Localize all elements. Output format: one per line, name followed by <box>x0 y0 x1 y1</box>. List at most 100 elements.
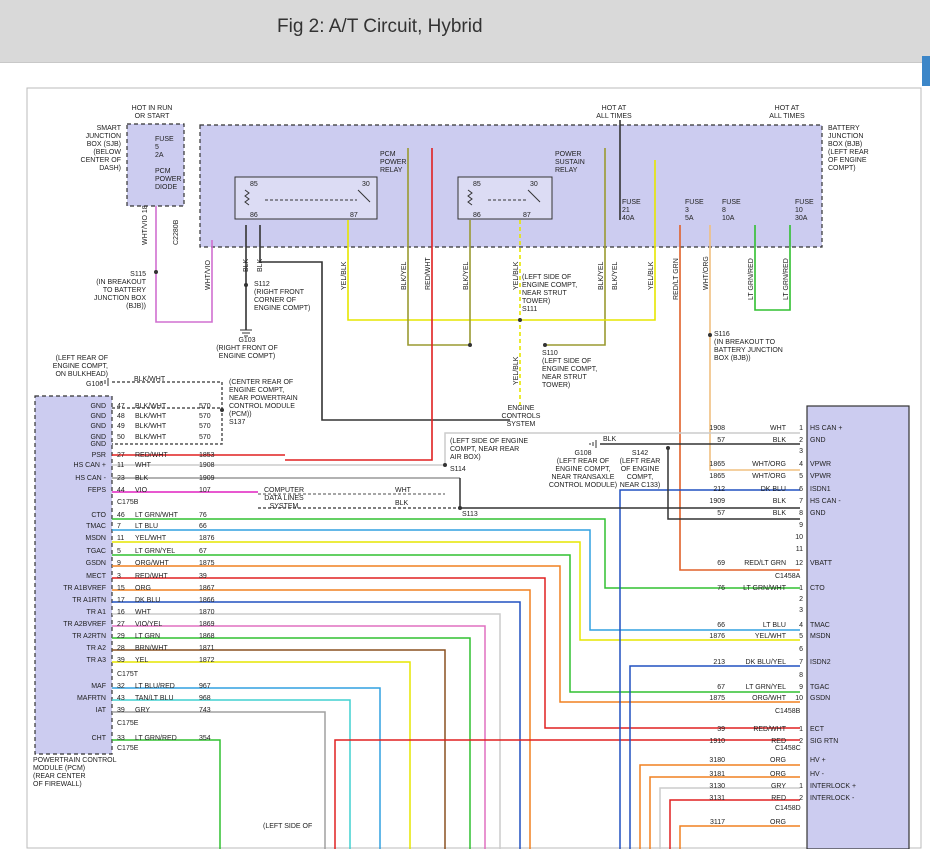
pcm-circuit: 1867 <box>199 585 215 592</box>
tcm-pin-name: MSDN <box>810 633 831 640</box>
relay-pin-label: 85 <box>250 181 258 188</box>
pcm-pin-number: 28 <box>117 645 125 652</box>
pcm-circuit: 1870 <box>199 609 215 616</box>
wire-iat <box>112 711 326 849</box>
wire-interlock-plus <box>659 787 800 849</box>
diagram-frame <box>26 87 922 849</box>
pcm-wire-color: TAN/LT BLU <box>135 695 174 702</box>
fuse21-label-line: FUSE <box>622 199 641 206</box>
pcm-label-line: MODULE (PCM) <box>33 765 85 772</box>
side-tab-button[interactable] <box>922 56 930 86</box>
tcm-wire-color: RED/WHT <box>753 726 786 733</box>
wire-color-label: WHT/VIO <box>205 260 212 290</box>
wire-ground-bus <box>112 407 223 445</box>
tcm-pin-name: HS CAN - <box>810 498 841 505</box>
wire-red-wht <box>285 148 433 461</box>
pcm-pin-name: TR A2RTN <box>72 633 106 640</box>
tcm-wire-color: GRY <box>771 783 786 790</box>
tcm-pin-name: VPWR <box>810 473 831 480</box>
pcm-wire-color: LT GRN/RED <box>135 735 177 742</box>
wire-tr-a3 <box>112 661 411 849</box>
s112-label-line: CORNER OF <box>254 297 296 304</box>
tcm-pin-name: ISDN1 <box>810 486 831 493</box>
s116-label-line: (IN BREAKOUT TO <box>714 339 776 346</box>
wire-cto <box>112 518 800 589</box>
pcm-pin-number: 46 <box>117 512 125 519</box>
tcm-pin-name: INTERLOCK - <box>810 795 855 802</box>
tcm-pin-number: 5 <box>799 473 803 480</box>
pcm-pin-number: 32 <box>117 683 125 690</box>
pcm-wire-color: BRN/WHT <box>135 645 168 652</box>
tcm-circuit: 212 <box>713 486 725 493</box>
s112-label-line: S112 <box>254 281 270 288</box>
wire-yel-blk-3 <box>520 160 656 321</box>
engine-controls-label-line: SYSTEM <box>507 421 536 428</box>
tcm-circuit: 69 <box>717 560 725 567</box>
pcm-pin-number: 29 <box>117 633 125 640</box>
pcm-pin-number: 50 <box>117 434 125 441</box>
g108-label-line: CONTROL MODULE) <box>549 482 617 489</box>
tcm-wire-color: ORG <box>770 771 786 778</box>
wire-msdn <box>112 541 800 641</box>
g103-label-line: G103 <box>238 337 255 344</box>
tcm-wire-color: ORG <box>770 819 786 826</box>
pcm-label-line: (REAR CENTER <box>33 773 86 780</box>
hot-at-all-1-label-line: ALL TIMES <box>596 113 632 120</box>
s112-label-line: (RIGHT FRONT <box>254 289 305 296</box>
tcm-pin-number: 7 <box>799 498 803 505</box>
pcm-pin-number: 43 <box>117 695 125 702</box>
pcm-pin-name: GND <box>90 413 106 420</box>
sjb-box <box>126 123 185 207</box>
pcm-pin-number: 39 <box>117 657 125 664</box>
wire-isdn1 <box>619 489 800 849</box>
s114-note-label-line: (LEFT SIDE OF ENGINE <box>450 438 528 445</box>
tcm-module[interactable] <box>806 405 910 849</box>
s110-label-line: (LEFT SIDE OF <box>542 358 591 365</box>
tcm-pin-name: SIG RTN <box>810 738 838 745</box>
wire-color-label: BLK/YEL <box>612 261 619 290</box>
pcm-power-relay-box <box>234 176 378 220</box>
pcm-circuit: 570 <box>199 423 211 430</box>
pcm-pin-number: 33 <box>117 735 125 742</box>
pcm-circuit: 1866 <box>199 597 215 604</box>
pcm-pin-name: IAT <box>96 707 107 714</box>
c1458d-connector-label: C1458D <box>775 805 801 812</box>
g103-label-line: ENGINE COMPT) <box>219 353 275 360</box>
relay-pin-label: 30 <box>530 181 538 188</box>
wire-sig-rtn <box>334 739 800 849</box>
relay-pin-label: 87 <box>523 212 531 219</box>
pcm-pin-number: 27 <box>117 621 125 628</box>
pcm-wire-color: VIO <box>135 487 148 494</box>
g108-label-line: ENGINE COMPT, <box>555 466 610 473</box>
fuse5-label-line: FUSE <box>155 136 174 143</box>
tcm-pin-number: 2 <box>799 596 803 603</box>
s116-label-line: BATTERY JUNCTION <box>714 347 783 354</box>
pcm-pin-name: FEPS <box>88 487 107 494</box>
wire-mafrtn <box>112 699 351 849</box>
pcm-relay-label-line: RELAY <box>380 167 403 174</box>
tcm-wire-color: WHT/ORG <box>752 473 786 480</box>
s115-label-line: JUNCTION BOX <box>94 295 146 302</box>
g103-label-line: (RIGHT FRONT OF <box>216 345 278 352</box>
relay-pin-label: 30 <box>362 181 370 188</box>
tcm-wire-color: ORG <box>770 757 786 764</box>
c2280b-label: C2280B <box>173 219 180 245</box>
tcm-wire-color: DK BLU <box>761 486 786 493</box>
pcm-circuit: 1868 <box>199 633 215 640</box>
pcm-pin-name: CTO <box>91 512 106 519</box>
pcm-pin-name: GND <box>90 423 106 430</box>
pcm-pin-name: TR A2 <box>87 645 107 652</box>
pcm-circuit: 570 <box>199 403 211 410</box>
pcm-wire-color: ORG/WHT <box>135 560 170 567</box>
pcm-module[interactable] <box>34 395 113 755</box>
tcm-pin-number: 3 <box>799 448 803 455</box>
fuse3-label-line: 3 <box>685 207 689 214</box>
pcm-wire-color: DK BLU <box>135 597 160 604</box>
pcm-circuit: 1872 <box>199 657 215 664</box>
s137-label-line: CONTROL MODULE <box>229 403 295 410</box>
pcm-wire-color: BLK/WHT <box>135 403 167 410</box>
c175e-connector-label: C175E <box>117 745 139 752</box>
pcm-circuit: 1875 <box>199 560 215 567</box>
s114-label: S114 <box>450 466 466 473</box>
pcm-pin-name: HS CAN - <box>75 475 106 482</box>
